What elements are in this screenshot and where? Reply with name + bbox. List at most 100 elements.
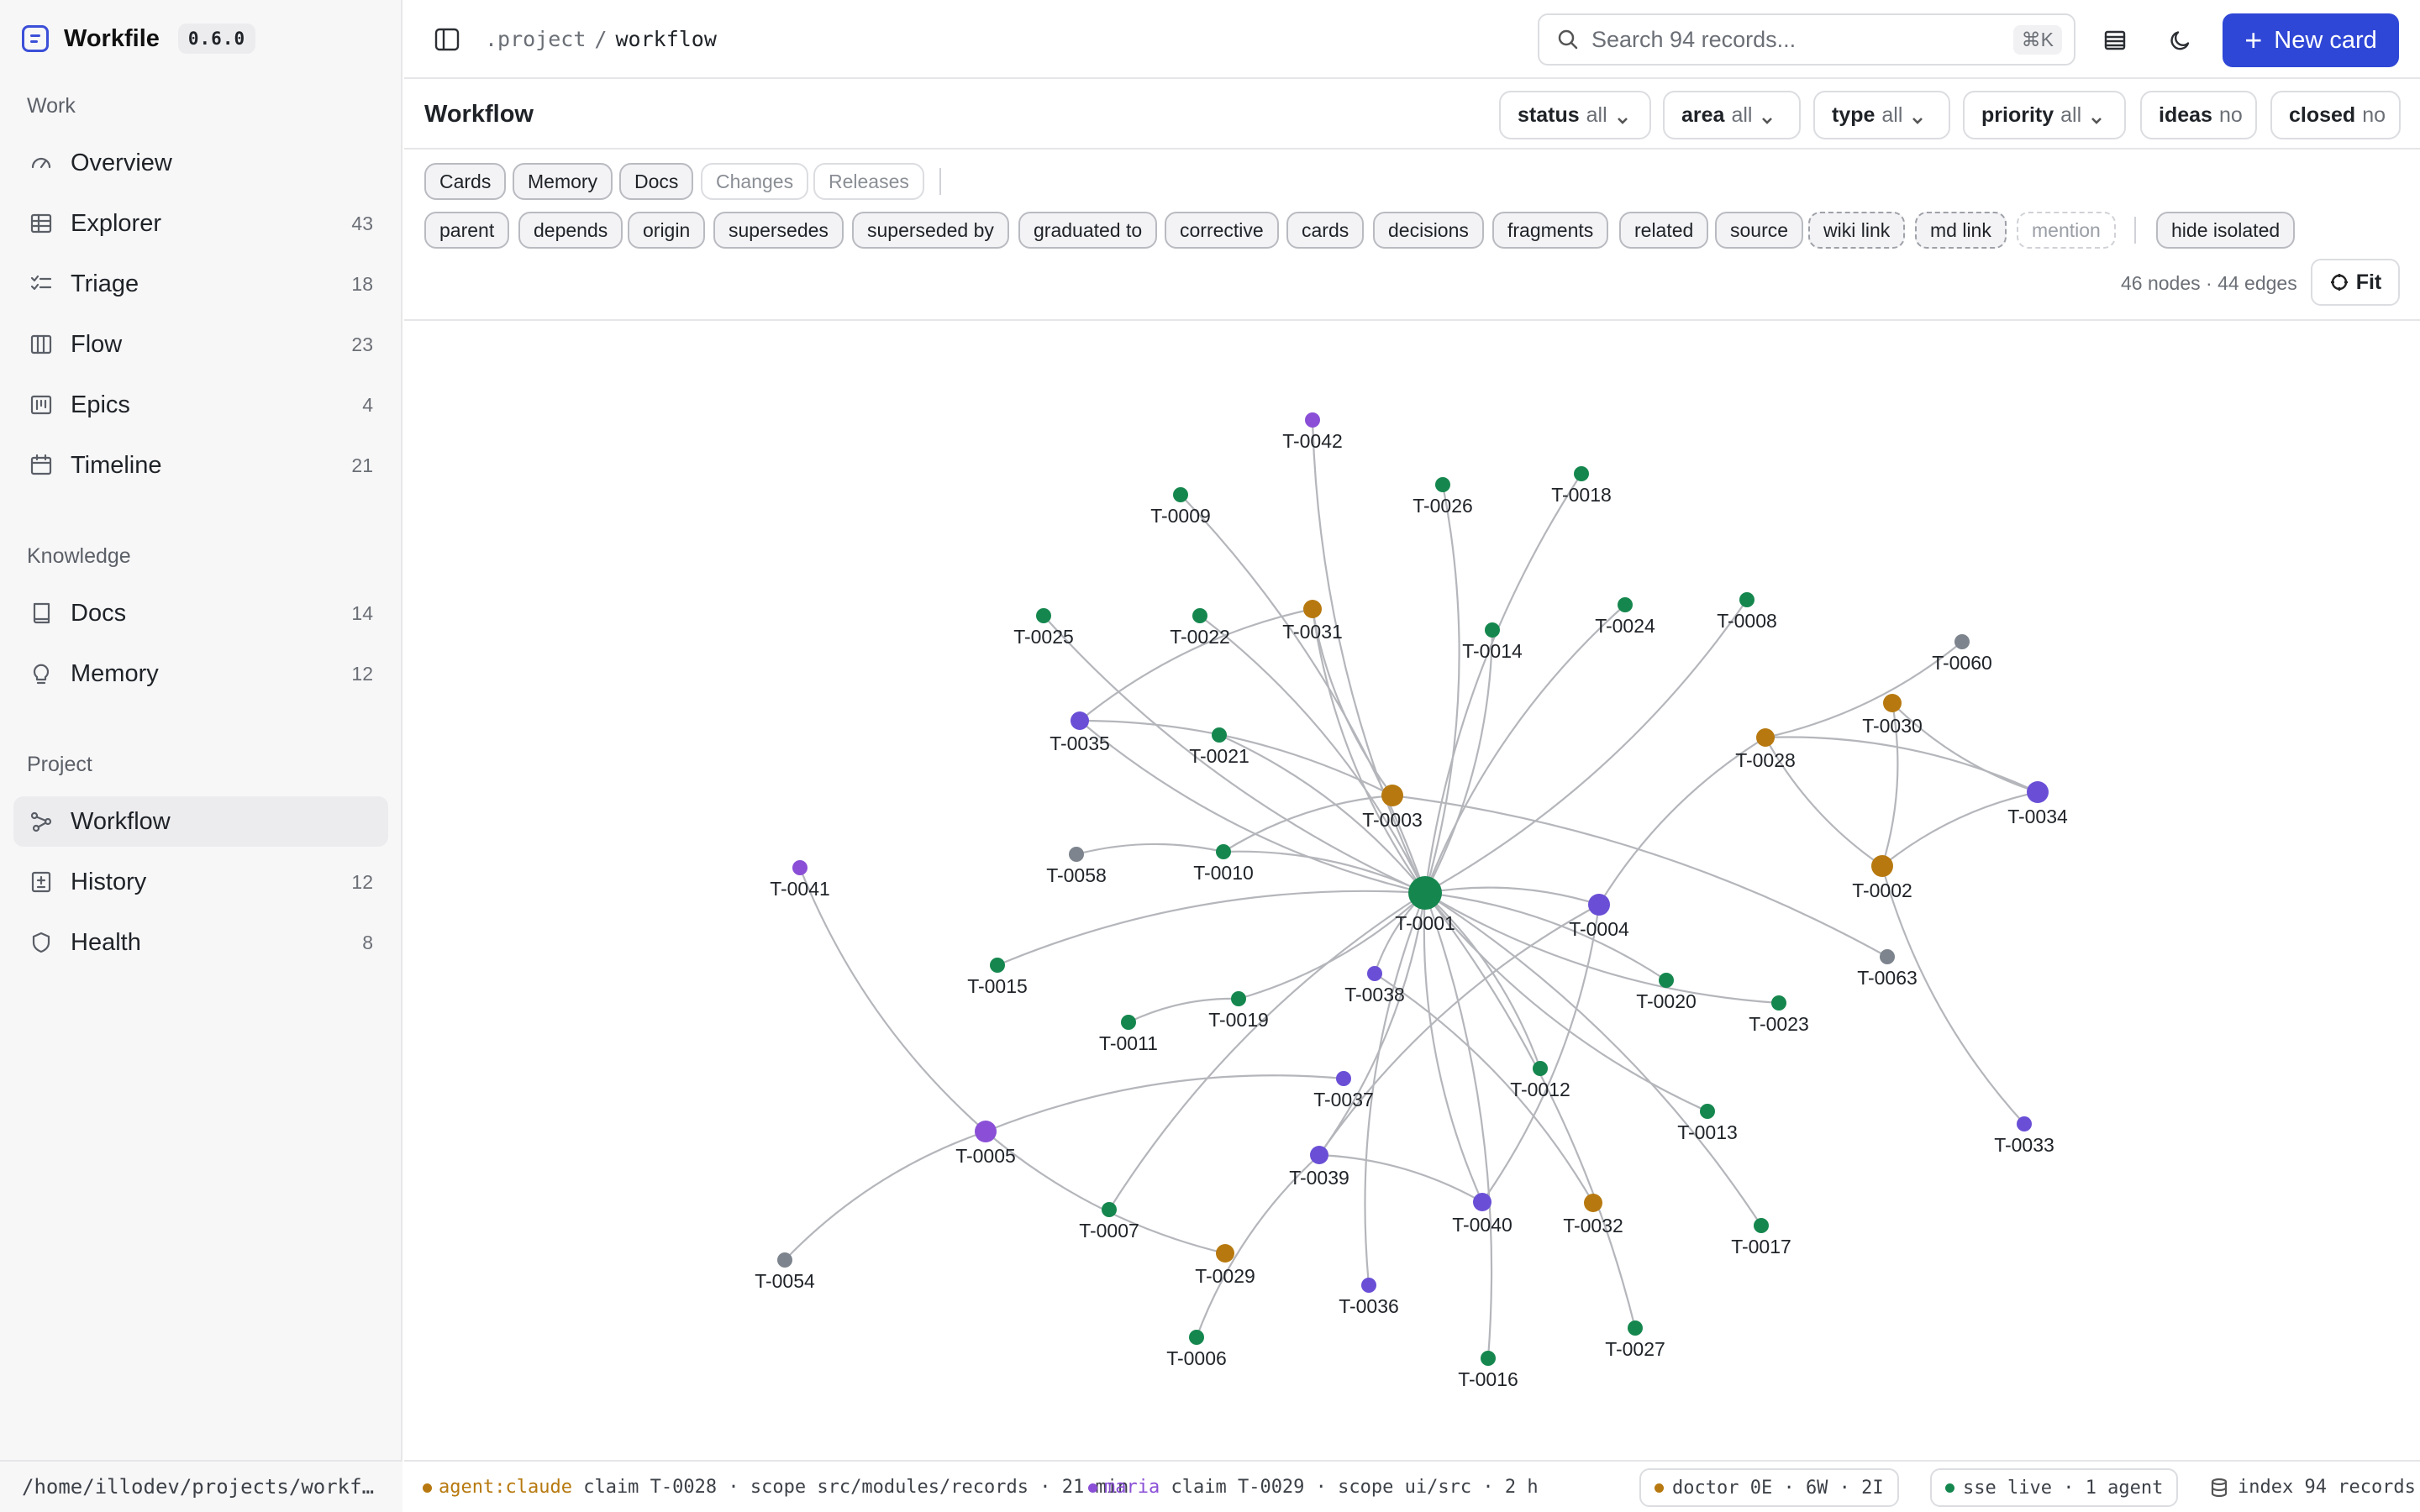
graph-node-t-0036[interactable]: T-0036 bbox=[1339, 1278, 1399, 1317]
relation-chip-md-link[interactable]: md link bbox=[1915, 212, 2007, 249]
graph-node-t-0037[interactable]: T-0037 bbox=[1313, 1071, 1374, 1110]
graph-node-t-0060[interactable]: T-0060 bbox=[1932, 634, 1992, 674]
relation-chip-wiki-link[interactable]: wiki link bbox=[1808, 212, 1906, 249]
graph-node-t-0006[interactable]: T-0006 bbox=[1166, 1330, 1227, 1369]
graph-node-dot[interactable] bbox=[1367, 966, 1382, 981]
relation-chip-graduated-to[interactable]: graduated to bbox=[1018, 212, 1158, 249]
relation-chip-supersedes[interactable]: supersedes bbox=[713, 212, 844, 249]
source-chip-docs[interactable]: Docs bbox=[619, 163, 694, 200]
database-button[interactable] bbox=[2098, 24, 2132, 57]
graph-node-t-0054[interactable]: T-0054 bbox=[755, 1252, 815, 1292]
relation-chip-related[interactable]: related bbox=[1619, 212, 1709, 249]
graph-node-t-0021[interactable]: T-0021 bbox=[1189, 727, 1249, 767]
hide-isolated-toggle[interactable]: hide isolated bbox=[2156, 212, 2296, 249]
graph-node-t-0040[interactable]: T-0040 bbox=[1452, 1193, 1512, 1236]
graph-node-t-0022[interactable]: T-0022 bbox=[1170, 608, 1230, 648]
graph-node-dot[interactable] bbox=[1584, 1194, 1602, 1212]
graph-node-t-0038[interactable]: T-0038 bbox=[1344, 966, 1405, 1005]
graph-node-dot[interactable] bbox=[1481, 1351, 1496, 1366]
graph-node-dot[interactable] bbox=[1485, 622, 1500, 638]
graph-node-t-0027[interactable]: T-0027 bbox=[1605, 1320, 1665, 1360]
graph-node-t-0033[interactable]: T-0033 bbox=[1994, 1116, 2054, 1156]
source-chip-cards[interactable]: Cards bbox=[424, 163, 507, 200]
graph-node-t-0028[interactable]: T-0028 bbox=[1735, 728, 1796, 771]
sidebar-item-workflow[interactable]: Workflow bbox=[13, 796, 388, 847]
graph-node-t-0063[interactable]: T-0063 bbox=[1857, 949, 1918, 989]
graph-node-dot[interactable] bbox=[1310, 1146, 1328, 1164]
source-chip-changes[interactable]: Changes bbox=[701, 163, 809, 200]
graph-node-t-0003[interactable]: T-0003 bbox=[1362, 785, 1423, 831]
relation-chip-mention[interactable]: mention bbox=[2017, 212, 2116, 249]
graph-node-dot[interactable] bbox=[1628, 1320, 1643, 1336]
graph-node-dot[interactable] bbox=[2017, 1116, 2032, 1131]
graph-node-t-0014[interactable]: T-0014 bbox=[1462, 622, 1523, 662]
graph-node-t-0023[interactable]: T-0023 bbox=[1749, 995, 1809, 1035]
relation-chip-depends[interactable]: depends bbox=[518, 212, 623, 249]
graph-node-dot[interactable] bbox=[1473, 1193, 1491, 1211]
graph-node-t-0039[interactable]: T-0039 bbox=[1289, 1146, 1349, 1189]
graph-node-dot[interactable] bbox=[1189, 1330, 1204, 1345]
graph-node-t-0030[interactable]: T-0030 bbox=[1862, 694, 1923, 737]
graph-node-dot[interactable] bbox=[1771, 995, 1786, 1011]
source-chip-memory[interactable]: Memory bbox=[513, 163, 613, 200]
graph-node-dot[interactable] bbox=[2027, 781, 2049, 803]
sidebar-toggle-button[interactable] bbox=[433, 25, 461, 54]
graph-node-dot[interactable] bbox=[1036, 608, 1051, 623]
claim-item[interactable]: agent:claude claim T-0028 · scope src/mo… bbox=[423, 1477, 1128, 1498]
graph-node-dot[interactable] bbox=[1588, 894, 1610, 916]
sse-status[interactable]: sse live · 1 agent bbox=[1930, 1468, 2179, 1507]
graph-node-t-0009[interactable]: T-0009 bbox=[1150, 487, 1211, 527]
graph-node-t-0026[interactable]: T-0026 bbox=[1413, 477, 1473, 517]
graph-node-t-0012[interactable]: T-0012 bbox=[1510, 1061, 1570, 1100]
graph-node-dot[interactable] bbox=[1102, 1202, 1117, 1217]
graph-node-t-0035[interactable]: T-0035 bbox=[1050, 711, 1110, 754]
relation-chip-fragments[interactable]: fragments bbox=[1492, 212, 1609, 249]
graph-node-dot[interactable] bbox=[1871, 855, 1893, 877]
graph-node-dot[interactable] bbox=[1336, 1071, 1351, 1086]
graph-node-dot[interactable] bbox=[1216, 1244, 1234, 1263]
graph-node-t-0024[interactable]: T-0024 bbox=[1595, 597, 1655, 637]
graph-node-t-0058[interactable]: T-0058 bbox=[1046, 847, 1107, 886]
graph-node-dot[interactable] bbox=[1231, 991, 1246, 1006]
graph-node-t-0042[interactable]: T-0042 bbox=[1282, 412, 1343, 452]
graph-node-dot[interactable] bbox=[792, 860, 808, 875]
relation-chip-cards[interactable]: cards bbox=[1286, 212, 1365, 249]
claim-item[interactable]: maria claim T-0029 · scope ui/src · 2 h bbox=[1088, 1477, 1539, 1498]
graph-node-t-0007[interactable]: T-0007 bbox=[1079, 1202, 1139, 1242]
graph-node-t-0029[interactable]: T-0029 bbox=[1195, 1244, 1255, 1287]
graph-node-dot[interactable] bbox=[1618, 597, 1633, 612]
graph-node-dot[interactable] bbox=[1574, 466, 1589, 481]
graph-node-t-0002[interactable]: T-0002 bbox=[1852, 855, 1912, 901]
graph-node-dot[interactable] bbox=[1880, 949, 1895, 964]
graph-node-t-0017[interactable]: T-0017 bbox=[1731, 1218, 1791, 1257]
search-input[interactable] bbox=[1591, 26, 2013, 53]
graph-node-dot[interactable] bbox=[1659, 973, 1674, 988]
graph-node-t-0031[interactable]: T-0031 bbox=[1282, 600, 1343, 643]
graph-node-t-0005[interactable]: T-0005 bbox=[955, 1121, 1016, 1167]
graph-node-t-0019[interactable]: T-0019 bbox=[1208, 991, 1269, 1031]
graph-node-dot[interactable] bbox=[1700, 1104, 1715, 1119]
graph-node-dot[interactable] bbox=[1121, 1015, 1136, 1030]
brand[interactable]: Workfile 0.6.0 bbox=[22, 22, 256, 55]
graph-node-t-0041[interactable]: T-0041 bbox=[770, 860, 830, 900]
graph-node-dot[interactable] bbox=[1361, 1278, 1376, 1293]
graph-node-dot[interactable] bbox=[1305, 412, 1320, 428]
graph-node-dot[interactable] bbox=[1303, 600, 1322, 618]
graph-node-dot[interactable] bbox=[1954, 634, 1970, 649]
doctor-status[interactable]: doctor 0E · 6W · 2I bbox=[1639, 1468, 1899, 1507]
relation-chip-corrective[interactable]: corrective bbox=[1165, 212, 1279, 249]
relation-chip-parent[interactable]: parent bbox=[424, 212, 510, 249]
graph-node-dot[interactable] bbox=[1212, 727, 1227, 743]
fit-button[interactable]: Fit bbox=[2311, 259, 2400, 306]
graph-node-t-0013[interactable]: T-0013 bbox=[1677, 1104, 1738, 1143]
graph-node-t-0032[interactable]: T-0032 bbox=[1563, 1194, 1623, 1236]
relation-chip-superseded-by[interactable]: superseded by bbox=[852, 212, 1009, 249]
graph-node-t-0025[interactable]: T-0025 bbox=[1013, 608, 1074, 648]
